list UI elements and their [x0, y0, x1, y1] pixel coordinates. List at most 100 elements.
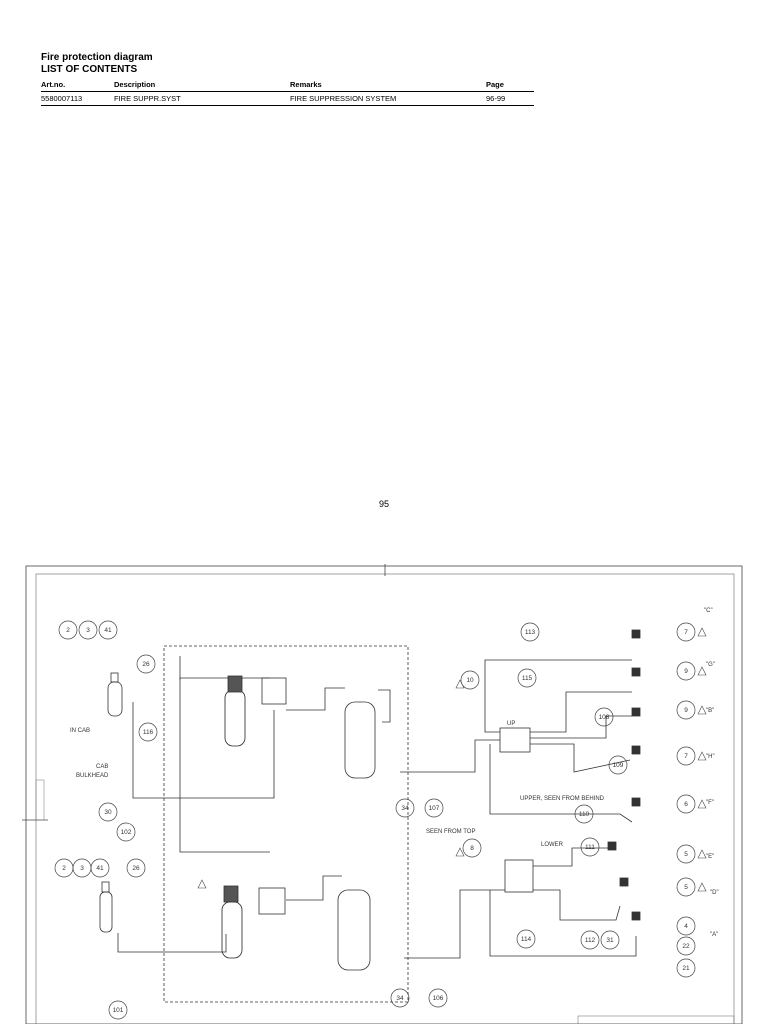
pipe-106 — [404, 889, 505, 959]
callout-8: 8 — [470, 845, 474, 852]
enclosure-dashed — [163, 645, 409, 1003]
callout-31: 31 — [606, 937, 614, 944]
pipe-cab-loop — [132, 702, 275, 799]
main-cylinder-lower — [221, 901, 243, 959]
callout-labels: 2 3 41 26 116 30 102 2 3 41 26 101 34 10… — [62, 627, 690, 1014]
fire-suppression-drawing: 2 3 41 26 116 30 102 2 3 41 26 101 34 10… — [22, 564, 743, 1024]
label-zone-g: "G" — [706, 662, 715, 668]
pipe-107 — [400, 739, 500, 773]
warning-icons — [197, 627, 707, 892]
pipe-113 — [484, 659, 632, 733]
table-row: 5580007113 FIRE SUPPR.SYST FIRE SUPPRESS… — [41, 91, 534, 106]
label-zone-e: "E" — [706, 854, 714, 860]
nozzle-a — [631, 911, 641, 921]
callout-34b: 34 — [396, 995, 404, 1002]
callout-7b: 7 — [684, 753, 688, 760]
pipe-vessel-top-upper — [378, 689, 391, 723]
label-cab: CAB — [96, 764, 108, 770]
distributor-upper — [499, 727, 531, 753]
callout-111: 111 — [585, 844, 595, 851]
nozzle-group — [607, 629, 641, 921]
callout-110: 110 — [579, 811, 590, 818]
nozzle-g — [631, 667, 641, 677]
label-zone-b: "B" — [706, 708, 714, 714]
control-box-lower — [258, 887, 286, 915]
warning-icon — [455, 679, 465, 689]
warning-icon — [697, 799, 707, 809]
callout-26b: 26 — [132, 865, 140, 872]
nozzle-c — [631, 629, 641, 639]
pipe-109 — [530, 743, 631, 773]
extinguisher-cylinder-lower-left — [99, 891, 113, 933]
extinguisher-cylinder-cab — [107, 681, 123, 717]
warning-icon — [197, 879, 207, 889]
cell-art-no: 5580007113 — [41, 91, 114, 106]
drawing-inner-frame — [35, 573, 735, 1024]
callout-41a: 41 — [104, 627, 112, 634]
callout-116: 116 — [143, 729, 154, 736]
nozzle-f — [631, 797, 641, 807]
callout-9b: 9 — [684, 707, 688, 714]
pipe-to-6 — [489, 744, 633, 823]
warning-icon — [697, 882, 707, 892]
callouts — [54, 620, 696, 1020]
callout-109: 109 — [613, 762, 624, 769]
distributor-lower — [504, 859, 534, 893]
pipe-lower-left — [179, 656, 270, 853]
label-zone-h: "H" — [706, 754, 715, 760]
pipe-upper-left — [179, 677, 270, 680]
pipe-108 — [530, 715, 632, 739]
callout-22: 22 — [682, 943, 690, 950]
callout-3a: 3 — [86, 627, 90, 634]
pipe-114 — [533, 889, 621, 921]
nozzle-b — [631, 707, 641, 717]
pipe-101 — [117, 933, 227, 953]
callout-21: 21 — [682, 965, 690, 972]
callout-30: 30 — [104, 809, 112, 816]
callout-112: 112 — [585, 937, 596, 944]
callout-102: 102 — [121, 829, 132, 836]
title-block — [577, 1015, 735, 1024]
callout-9a: 9 — [684, 668, 688, 675]
extinguisher-valve-lower-left — [101, 881, 110, 893]
label-in-cab: IN CAB — [70, 728, 90, 734]
warning-icon — [697, 666, 707, 676]
extinguisher-valve-cab — [110, 672, 119, 683]
page-subtitle: LIST OF CONTENTS — [41, 64, 138, 75]
callout-34a: 34 — [401, 805, 409, 812]
control-box-upper — [261, 677, 287, 705]
pipe-vessel-link-upper — [286, 687, 345, 711]
column-header-remarks: Remarks — [290, 79, 486, 92]
callout-10: 10 — [466, 677, 474, 684]
callout-26a: 26 — [142, 661, 150, 668]
callout-2b: 2 — [62, 865, 66, 872]
label-bulkhead: BULKHEAD — [76, 773, 109, 779]
callout-114: 114 — [521, 936, 532, 943]
callout-5a: 5 — [684, 851, 688, 858]
callout-41b: 41 — [96, 865, 104, 872]
page-title: Fire protection diagram — [41, 52, 153, 63]
warning-icon — [697, 627, 707, 637]
pipe-115 — [530, 691, 632, 733]
contents-table: Art.no. Description Remarks Page 5580007… — [41, 79, 534, 106]
label-zone-f: "F" — [706, 800, 714, 806]
nozzle-d — [619, 877, 629, 887]
callout-113: 113 — [525, 629, 536, 636]
drawing-frame — [25, 565, 743, 1024]
main-valve-upper — [227, 675, 243, 693]
label-upper-seen-from-behind: UPPER, SEEN FROM BEHIND — [520, 796, 605, 802]
side-strip — [35, 779, 45, 821]
page-number: 95 — [378, 499, 389, 509]
vessel-lower — [337, 889, 371, 971]
callout-6: 6 — [684, 801, 688, 808]
label-up: UP — [507, 721, 515, 727]
table-header-row: Art.no. Description Remarks Page — [41, 79, 534, 92]
callout-7a: 7 — [684, 629, 688, 636]
callout-2a: 2 — [66, 627, 70, 634]
diagram-annotations: IN CAB CAB BULKHEAD UP UPPER, SEEN FROM … — [70, 608, 719, 938]
label-seen-from-top: SEEN FROM TOP — [426, 829, 475, 835]
callout-107: 107 — [429, 805, 440, 812]
callout-4: 4 — [684, 923, 688, 930]
cell-description: FIRE SUPPR.SYST — [114, 91, 290, 106]
label-lower: LOWER — [541, 842, 564, 848]
